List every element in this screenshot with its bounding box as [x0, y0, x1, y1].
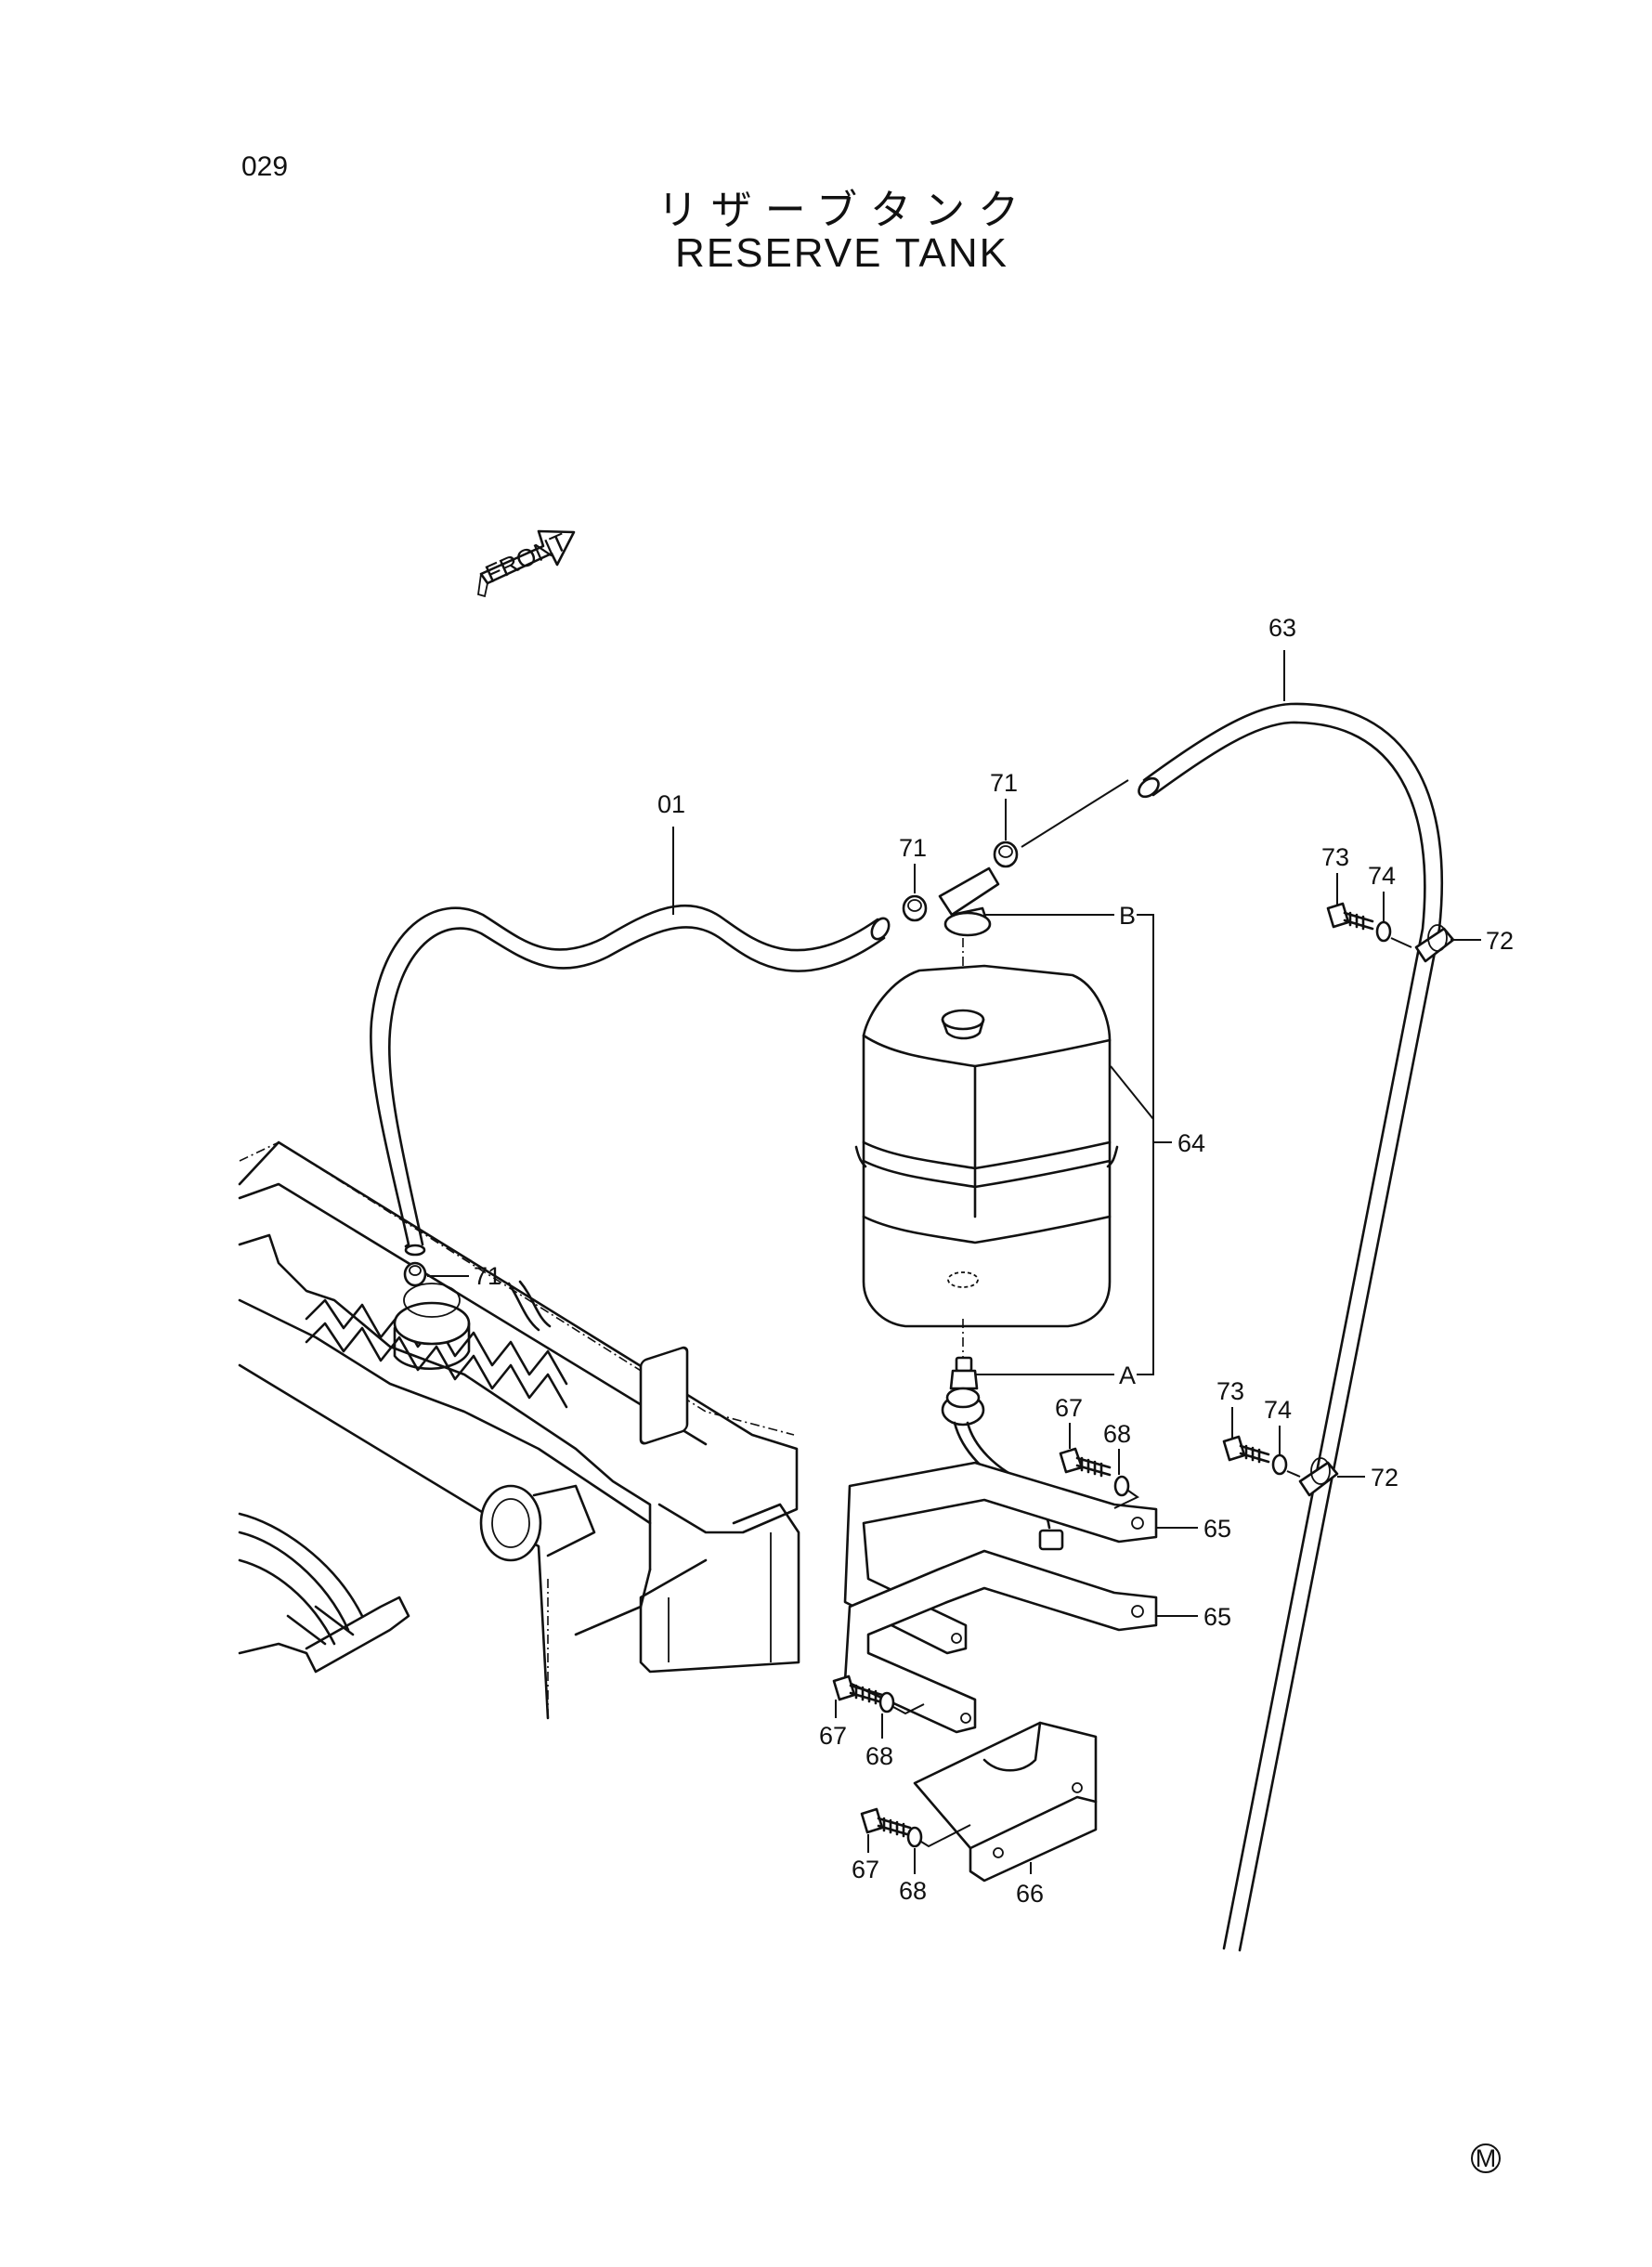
callout-01: 01 [657, 790, 685, 818]
group-label-a: A [1119, 1362, 1136, 1389]
outlet-fitting [941, 1356, 1064, 1551]
group-bracket-64 [975, 914, 1172, 1375]
t-fitting [938, 866, 1000, 937]
callout-71-left: 71 [899, 834, 927, 862]
bracket-65-lower [843, 1549, 1158, 1734]
clamp-71-upper [993, 779, 1129, 868]
callout-67-mid: 67 [1055, 1394, 1083, 1422]
callout-71-radiator: 71 [474, 1262, 501, 1290]
title-english: RESERVE TANK [674, 230, 1008, 276]
washer-74-top [1375, 920, 1412, 948]
bolt-67-left [832, 1674, 884, 1705]
callout-67-low: 67 [852, 1856, 879, 1883]
hose-63 [1138, 702, 1443, 1952]
callout-74-top: 74 [1368, 862, 1396, 890]
hose-01 [370, 904, 891, 1257]
callout-63: 63 [1268, 614, 1296, 642]
clamp-72-bottom [1298, 1457, 1339, 1497]
callout-64: 64 [1177, 1129, 1205, 1157]
callout-68-left: 68 [865, 1742, 893, 1770]
callout-73-bottom: 73 [1216, 1377, 1244, 1405]
callout-72-top: 72 [1486, 927, 1514, 955]
clamp-71-left [902, 894, 928, 922]
reserve-tank [854, 964, 1119, 1328]
radiator-outline [238, 1140, 800, 1720]
group-label-b: B [1119, 902, 1136, 930]
callout-68-mid: 68 [1103, 1420, 1131, 1448]
front-arrow-icon: FRONT [477, 528, 576, 598]
bolt-67-mid [1059, 1447, 1112, 1478]
callout-65-bottom: 65 [1203, 1603, 1231, 1631]
callout-65-top: 65 [1203, 1515, 1231, 1543]
front-label: FRONT [481, 528, 571, 588]
washer-68-mid [1113, 1475, 1139, 1509]
callout-66: 66 [1016, 1880, 1044, 1908]
callout-71-upper: 71 [990, 769, 1018, 797]
bolt-73-top [1326, 902, 1374, 931]
bolt-73-bottom [1222, 1435, 1270, 1464]
washer-68-low [906, 1824, 971, 1848]
bolt-67-low [860, 1807, 912, 1838]
clamp-71-radiator [403, 1261, 427, 1287]
callout-74-bottom: 74 [1264, 1396, 1292, 1424]
callout-68-low: 68 [899, 1877, 927, 1905]
callout-72-bottom: 72 [1371, 1464, 1398, 1492]
bracket-66 [913, 1721, 1098, 1883]
callout-73-top: 73 [1321, 843, 1349, 871]
m-mark-icon: M [1471, 2143, 1501, 2173]
title-japanese: リザーブタンク [657, 187, 1033, 234]
washer-74-bottom [1271, 1453, 1301, 1478]
m-mark-label: M [1476, 2144, 1497, 2172]
page-number: 029 [241, 151, 289, 182]
callout-67-left: 67 [819, 1722, 847, 1750]
washer-68-left [878, 1691, 925, 1715]
